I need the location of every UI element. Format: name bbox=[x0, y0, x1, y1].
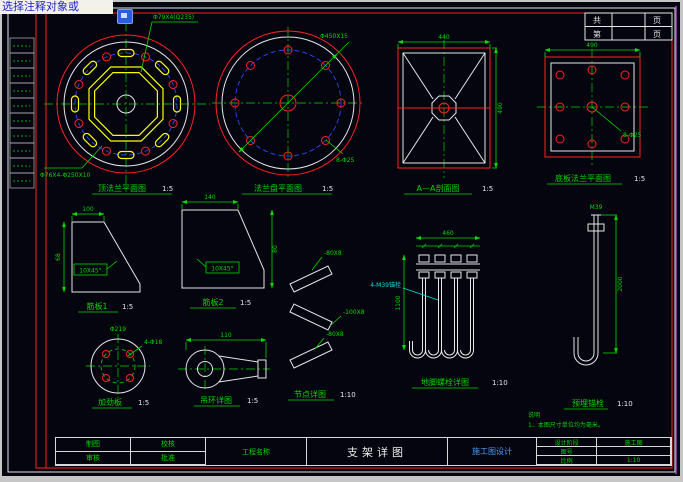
meta-label-number: 图号 bbox=[537, 447, 598, 456]
command-prompt[interactable]: 选择注释对象或 bbox=[0, 0, 113, 14]
drawing-sheet-title: 支架详图 bbox=[307, 438, 448, 465]
scale-top-flange[interactable]: 1:5 bbox=[162, 185, 173, 193]
stamp-no-label: 第 bbox=[593, 29, 601, 39]
title-block-stage: 施工图设计 bbox=[448, 438, 537, 465]
caption-top-flange[interactable]: 顶法兰平面图 bbox=[98, 183, 146, 193]
dim-label-aa-top[interactable]: 440 bbox=[438, 34, 450, 41]
scale-lug[interactable]: 1:5 bbox=[247, 397, 258, 405]
scale-section-aa[interactable]: 1:5 bbox=[482, 185, 493, 193]
drawing-node-sections[interactable]: -80X8 -100X8 -80X8 节点详图 1:10 bbox=[288, 250, 365, 401]
dim-label-rib1-left[interactable]: 68 bbox=[55, 253, 62, 261]
title-block-cell-check: 校核 bbox=[131, 438, 206, 452]
dim-label-rib1-top[interactable]: 100 bbox=[82, 206, 94, 213]
node-piece-label-1[interactable]: -80X8 bbox=[324, 250, 342, 257]
dim-label-base-holes[interactable]: 8-Φ25 bbox=[623, 132, 642, 139]
scale-base-plate[interactable]: 1:5 bbox=[634, 175, 645, 183]
caption-lug[interactable]: 吊环详图 bbox=[200, 395, 232, 405]
node-piece-label-2[interactable]: -100X8 bbox=[343, 309, 365, 316]
scale-flange-plan[interactable]: 1:5 bbox=[322, 185, 333, 193]
command-prompt-text: 选择注释对象或 bbox=[2, 0, 79, 13]
dim-label-top-flange[interactable]: Φ79X4(Q235) bbox=[153, 14, 194, 21]
scale-rib1[interactable]: 1:5 bbox=[122, 303, 133, 311]
title-block-meta: 设计阶段 施工图 图号 比例 1:10 bbox=[537, 438, 671, 465]
dim-label-top-flange-2[interactable]: Φ76X4-Φ250X10 bbox=[40, 172, 91, 179]
stamp-no-unit: 页 bbox=[653, 30, 661, 39]
dim-label-flange-holes[interactable]: 8-Φ25 bbox=[336, 157, 355, 164]
dim-label-stiffener-holes[interactable]: 4-Φ18 bbox=[144, 339, 163, 346]
drawing-rib2[interactable]: 140 80 10X45° 筋板2 1:5 bbox=[181, 194, 279, 309]
title-block: 制图 校核 审核 批准 工程名称 支架详图 施工图设计 设计阶段 施工图 图号 … bbox=[55, 437, 672, 466]
caption-anchors[interactable]: 地脚螺栓详图 bbox=[421, 377, 469, 387]
annotation-tool-icon[interactable] bbox=[117, 9, 133, 24]
caption-section-aa[interactable]: A—A剖面图 bbox=[417, 183, 460, 193]
drawing-base-plate[interactable]: 8-Φ25 490 底板法兰平面图 1:5 bbox=[537, 42, 650, 185]
dim-label-stiffener[interactable]: Φ219 bbox=[110, 326, 126, 333]
dim-label-base-top[interactable]: 490 bbox=[586, 42, 598, 49]
label-anchor-single-top[interactable]: M39 bbox=[590, 204, 603, 211]
caption-anchor-single[interactable]: 预埋锚栓 bbox=[572, 398, 604, 408]
meta-value-ratio: 1:10 bbox=[597, 456, 671, 465]
drawing-anchor-single[interactable]: 2000 M39 预埋锚栓 1:10 bbox=[564, 204, 633, 410]
drawing-top-flange[interactable]: Φ79X4(Q235) Φ76X4-Φ250X10 顶法兰平面图 1:5 bbox=[40, 14, 210, 195]
caption-rib1[interactable]: 筋板1 bbox=[86, 301, 107, 311]
window-edge-bottom bbox=[0, 476, 683, 482]
node-piece-label-3[interactable]: -80X8 bbox=[326, 331, 344, 338]
drawing-stiffener[interactable]: Φ219 4-Φ18 加劲板 1:5 bbox=[86, 326, 163, 409]
meta-label-ratio: 比例 bbox=[537, 456, 598, 465]
dim-label-anchors-left[interactable]: 1100 bbox=[395, 295, 402, 310]
dim-label-rib2-top[interactable]: 140 bbox=[204, 194, 216, 201]
scale-rib2[interactable]: 1:5 bbox=[240, 299, 251, 307]
chamfer-label-rib1[interactable]: 10X45° bbox=[79, 268, 101, 275]
leader-label-anchors[interactable]: 4-M39锚栓 bbox=[370, 281, 401, 289]
caption-node[interactable]: 节点详图 bbox=[294, 389, 326, 399]
scale-node[interactable]: 1:10 bbox=[340, 391, 356, 399]
window-edge-top bbox=[0, 0, 683, 2]
dim-label-lug[interactable]: 110 bbox=[220, 332, 232, 339]
drawing-lug[interactable]: 110 吊环详图 1:5 bbox=[178, 332, 270, 407]
stamp-total-label: 共 bbox=[593, 16, 601, 25]
window-edge-right bbox=[680, 0, 683, 482]
sheet-frame bbox=[7, 6, 677, 474]
parts-list-table[interactable] bbox=[9, 37, 35, 189]
chamfer-label-rib2[interactable]: 10X45° bbox=[211, 266, 233, 273]
dim-label-flange-dia[interactable]: Φ450X15 bbox=[320, 33, 348, 40]
title-block-sign-cells: 制图 校核 审核 批准 bbox=[56, 438, 206, 465]
scale-anchors[interactable]: 1:10 bbox=[492, 379, 508, 387]
caption-stiffener[interactable]: 加劲板 bbox=[98, 397, 122, 407]
dim-label-anchors-top[interactable]: 460 bbox=[442, 230, 454, 237]
drawing-rib1[interactable]: 100 68 10X45° 筋板1 1:5 bbox=[55, 206, 141, 313]
drawing-anchor-bolts[interactable]: 460 1100 4-M39锚栓 地脚螺栓详图 1:10 bbox=[370, 230, 508, 389]
meta-label-stage: 设计阶段 bbox=[537, 438, 598, 447]
title-block-project: 工程名称 bbox=[206, 438, 307, 465]
title-block-cell-draw: 制图 bbox=[56, 438, 131, 452]
meta-value-stage: 施工图 bbox=[597, 438, 671, 447]
caption-flange-plan[interactable]: 法兰盘平面图 bbox=[254, 183, 302, 193]
dim-label-anchor-single[interactable]: 2000 bbox=[617, 276, 624, 291]
drawing-section-aa[interactable]: 440 490 A—A剖面图 1:5 bbox=[397, 34, 504, 195]
notes: 说明 1、本图尺寸单位均为毫米。 bbox=[528, 411, 604, 429]
drawing-flange-plan[interactable]: Φ450X15 8-Φ25 法兰盘平面图 1:5 bbox=[212, 27, 364, 195]
window-edge-left bbox=[0, 0, 2, 482]
scale-anchor-single[interactable]: 1:10 bbox=[617, 400, 633, 408]
title-block-cell-review: 审核 bbox=[56, 451, 131, 465]
caption-base-plate[interactable]: 底板法兰平面图 bbox=[555, 173, 611, 183]
scale-stiffener[interactable]: 1:5 bbox=[138, 399, 149, 407]
notes-item: 1、本图尺寸单位均为毫米。 bbox=[528, 421, 604, 429]
caption-rib2[interactable]: 筋板2 bbox=[202, 297, 223, 307]
sheet-number-stamp: 共 页 第 页 bbox=[584, 12, 673, 41]
notes-title: 说明 bbox=[528, 411, 540, 419]
meta-value-number bbox=[597, 447, 671, 456]
dim-label-rib2-right[interactable]: 80 bbox=[272, 245, 279, 253]
stamp-total-unit: 页 bbox=[653, 16, 661, 25]
dim-label-aa-right[interactable]: 490 bbox=[497, 102, 504, 114]
title-block-cell-approve: 批准 bbox=[131, 451, 206, 465]
